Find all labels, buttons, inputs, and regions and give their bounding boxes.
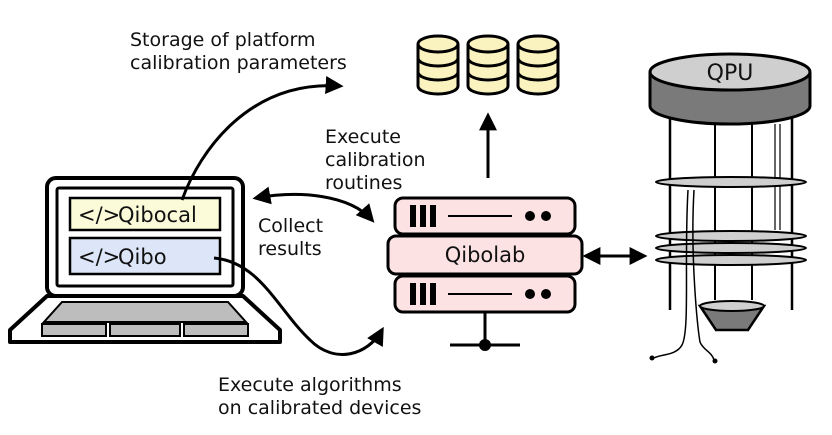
server-icon bbox=[386, 196, 584, 351]
algorithm-arrow bbox=[213, 256, 384, 356]
execute-calibration-label-line3: routines bbox=[325, 172, 402, 194]
calibration-arrow bbox=[252, 186, 375, 223]
database-icon bbox=[416, 34, 460, 96]
database-icon bbox=[516, 34, 560, 96]
execute-calibration-label-line2: calibration bbox=[325, 149, 426, 171]
laptop-key bbox=[41, 323, 107, 337]
qibo-box: </> Qibo bbox=[68, 236, 222, 276]
qibo-label: Qibo bbox=[118, 245, 167, 269]
execute-calibration-label-line1: Execute bbox=[325, 126, 401, 148]
collect-label-line2: results bbox=[258, 238, 322, 260]
laptop-key bbox=[183, 323, 249, 337]
qibolab-label: Qibolab bbox=[445, 243, 526, 267]
collect-label-line1: Collect bbox=[258, 215, 323, 237]
storage-arrow bbox=[180, 76, 344, 201]
qibocal-label: Qibocal bbox=[118, 203, 197, 227]
storage-label-line2: calibration parameters bbox=[130, 52, 347, 74]
database-icon bbox=[466, 34, 510, 96]
qibocal-box: </> Qibocal bbox=[68, 196, 222, 232]
storage-label-line1: Storage of platform bbox=[130, 29, 315, 51]
code-icon: </> bbox=[78, 203, 120, 227]
qpu-label: QPU bbox=[707, 61, 754, 86]
execute-algorithms-label-line1: Execute algorithms bbox=[218, 374, 402, 396]
execute-algorithms-label-line2: on calibrated devices bbox=[218, 397, 421, 419]
laptop-key bbox=[109, 323, 181, 337]
database-icon-group bbox=[416, 34, 560, 96]
code-icon: </> bbox=[78, 245, 120, 269]
qpu-icon bbox=[648, 52, 812, 364]
